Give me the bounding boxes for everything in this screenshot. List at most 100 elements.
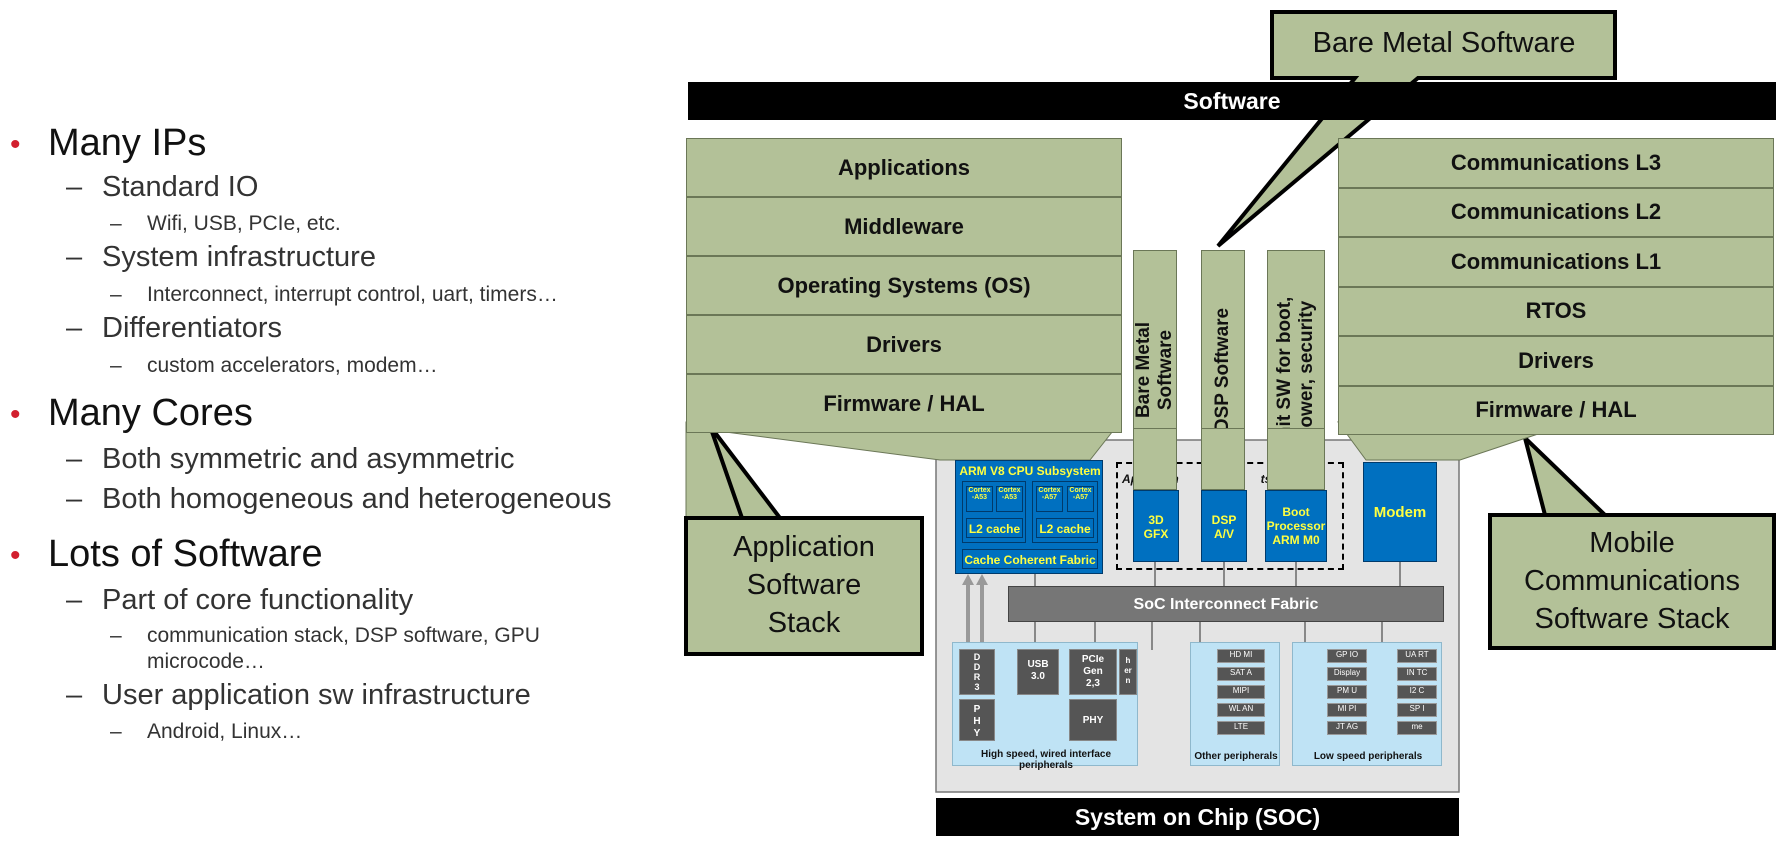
bullet-user-app-detail: Android, Linux… [147, 720, 303, 743]
layer-middleware: Middleware [686, 197, 1122, 256]
bullet-lots-sw: Lots of Software [48, 533, 323, 575]
ddr-letter: R [973, 672, 981, 682]
dash: – [66, 584, 83, 616]
bullet-standard-io: Standard IO [102, 171, 259, 203]
layer-os: Operating Systems (OS) [686, 256, 1122, 315]
pcie-line: PCIe [1081, 654, 1105, 665]
bullet-differentiators: Differentiators [102, 312, 282, 344]
eth-line: er [1124, 666, 1132, 675]
l2-cache-a53: L2 cache [966, 518, 1023, 538]
ddr-arrow-1 [962, 574, 974, 660]
cpu-subsystem-title: ARM V8 CPU Subsystem [959, 464, 1101, 478]
other-label: Other peripherals [1194, 751, 1278, 762]
low-item: Display [1327, 667, 1367, 681]
bullet-standard-io-detail: Wifi, USB, PCIe, etc. [147, 212, 341, 235]
low-item: PM U [1327, 685, 1367, 699]
software-bar: Software [688, 82, 1776, 120]
bullet-core-func-detail-2: microcode… [147, 650, 265, 673]
layer-rtos: RTOS [1338, 286, 1774, 336]
pcie-phy-block: PHY [1069, 699, 1117, 741]
bullet-dot: • [10, 539, 21, 572]
other-item: HD MI [1217, 649, 1265, 663]
bullet-differentiators-detail: custom accelerators, modem… [147, 354, 438, 377]
low-item: SP I [1397, 703, 1437, 717]
layer-comm-l3: Communications L3 [1338, 138, 1774, 188]
boot-line: Processor [1266, 519, 1326, 533]
cluster-a57: Cortex -A57 Cortex -A57 L2 cache [1032, 481, 1098, 543]
ddr-arrow-2 [976, 574, 988, 660]
low-label: Low speed peripherals [1313, 751, 1423, 762]
dash: – [66, 171, 83, 203]
phy-letter: P [973, 704, 981, 715]
other-item: SAT A [1217, 667, 1265, 681]
app-stack-callout-line: Application [733, 531, 875, 563]
cluster-a53: Cortex -A53 Cortex -A53 L2 cache [962, 481, 1026, 543]
app-stack-callout: Application Software Stack [690, 528, 918, 642]
low-item: GP IO [1327, 649, 1367, 663]
layer-firmware-hal: Firmware / HAL [686, 374, 1122, 433]
ddr-letter: D [973, 652, 981, 662]
vcol-init-stem [1267, 428, 1325, 490]
dash: – [110, 212, 122, 235]
soc-bar: System on Chip (SOC) [936, 798, 1459, 836]
bullet-system-infra-detail: Interconnect, interrupt control, uart, t… [147, 283, 558, 306]
boot-line: ARM M0 [1272, 533, 1320, 547]
layer-comm-l1: Communications L1 [1338, 237, 1774, 287]
comm-software-stack: Communications L3 Communications L2 Comm… [1338, 138, 1774, 435]
vcol-bare-metal-stem [1133, 428, 1177, 490]
ddr-letter: D [973, 662, 981, 672]
dsp-line: DSP [1211, 513, 1237, 527]
layer-comm-l2: Communications L2 [1338, 187, 1774, 237]
app-software-stack: Applications Middleware Operating System… [686, 138, 1122, 433]
pcie-line: 2,3 [1086, 678, 1100, 689]
layer-applications: Applications [686, 138, 1122, 197]
dash: – [66, 483, 83, 515]
low-speed-peripherals: GP IO Display PM U MI PI JT AG UA RT IN … [1292, 642, 1442, 766]
dash: – [110, 354, 122, 377]
mobile-pointer [1521, 431, 1610, 517]
bare-metal-callout-shape [1216, 10, 1617, 248]
other-item: LTE [1217, 721, 1265, 735]
other-item: MIPI [1217, 685, 1265, 699]
mobile-callout-line: Mobile [1589, 527, 1675, 559]
gfx-line: GFX [1143, 527, 1169, 541]
bullet-many-cores: Many Cores [48, 392, 253, 434]
modem-block: Modem [1363, 462, 1437, 562]
bare-metal-callout: Bare Metal Software [1312, 27, 1576, 59]
app-stack-callout-box [684, 516, 924, 656]
other-peripherals: HD MI SAT A MIPI WL AN LTE Other periphe… [1190, 642, 1280, 766]
dash: – [110, 624, 122, 647]
bullet-core-func-detail-1: communication stack, DSP software, GPU [147, 624, 540, 647]
low-item: me [1397, 721, 1437, 735]
other-item: WL AN [1217, 703, 1265, 717]
dsp-line: A/V [1213, 527, 1234, 541]
bullet-dot: • [10, 398, 21, 431]
usb-line: USB [1027, 659, 1049, 670]
app-stack-callout-line: Stack [767, 607, 841, 639]
usb-line: 3.0 [1031, 671, 1045, 682]
cache-coherent-fabric: Cache Coherent Fabric [962, 549, 1098, 569]
bullet-homogeneous: Both homogeneous and heterogeneous [102, 483, 612, 515]
core-a57: Cortex -A57 [1067, 486, 1094, 512]
soc-interconnect-fabric: SoC Interconnect Fabric [1008, 586, 1444, 622]
layer-comm-drivers: Drivers [1338, 336, 1774, 386]
ddr-letter: 3 [974, 682, 980, 692]
boot-line: Boot [1282, 505, 1310, 519]
bullet-symmetric: Both symmetric and asymmetric [102, 443, 515, 475]
app-stack-pointer [708, 424, 785, 520]
dash: – [66, 443, 83, 475]
gfx-line: 3D [1148, 513, 1164, 527]
bullet-core-func: Part of core functionality [102, 584, 414, 616]
core-a53: Cortex -A53 [966, 486, 993, 512]
bullet-list: • Many IPs – Standard IO – Wifi, USB, PC… [0, 0, 690, 846]
